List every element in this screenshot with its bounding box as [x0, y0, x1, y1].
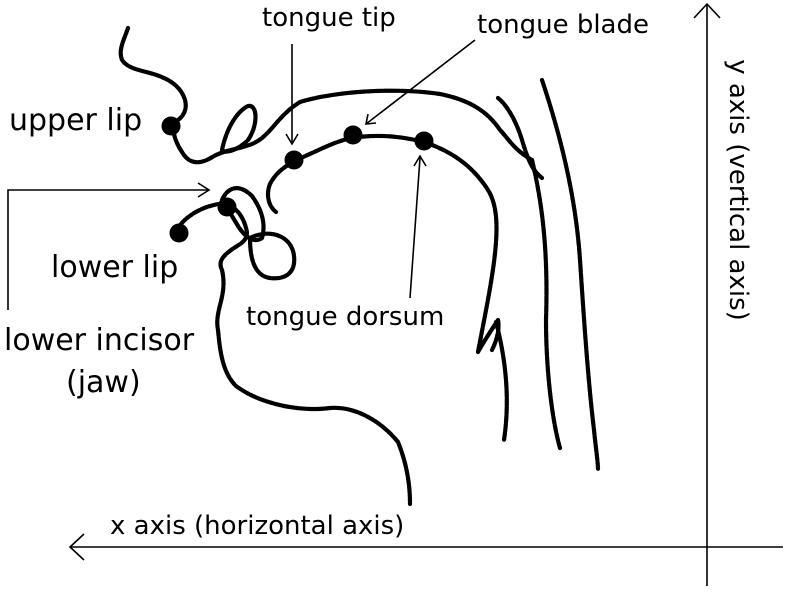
upper-lip-point — [162, 117, 181, 136]
lower-incisor-point — [218, 198, 237, 217]
tongue-tip-point — [285, 151, 304, 170]
tongue-blade-label: tongue blade — [477, 12, 649, 38]
lower-incisor-sublabel: (jaw) — [66, 368, 141, 398]
tongue-blade-leader — [366, 40, 475, 124]
upper-lip-outline — [121, 28, 532, 162]
lower-incisor-label: lower incisor — [4, 326, 194, 356]
x-axis-label: x axis (horizontal axis) — [110, 513, 404, 539]
tongue-blade-point — [344, 126, 363, 145]
pharynx-front-wall — [532, 160, 560, 448]
pharynx-back-wall — [542, 80, 598, 470]
y-axis-label: y axis (vertical axis) — [725, 59, 751, 321]
tongue-dorsum-label: tongue dorsum — [246, 304, 444, 330]
tongue-tip-label: tongue tip — [262, 5, 396, 31]
lower-lip-point — [170, 224, 189, 243]
tongue-dorsum-point — [415, 132, 434, 151]
tongue-dorsum-leader — [410, 158, 420, 298]
lower-lip-label: lower lip — [51, 253, 178, 283]
upper-lip-label: upper lip — [9, 106, 142, 136]
